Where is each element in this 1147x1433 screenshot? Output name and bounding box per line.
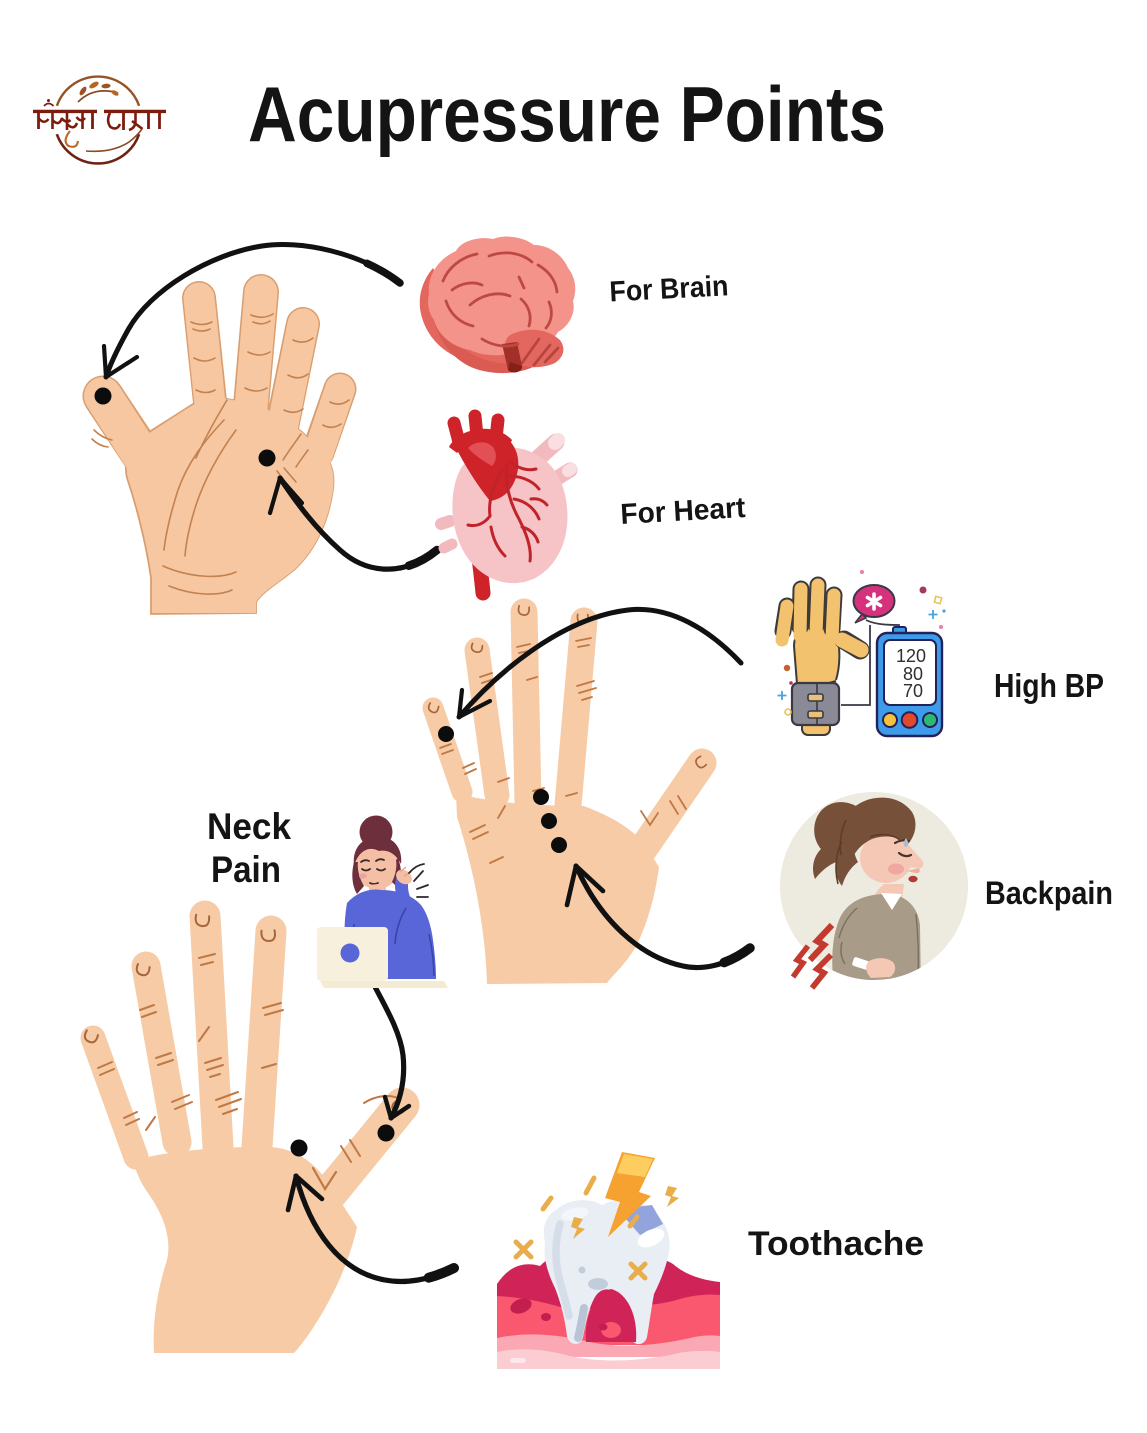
svg-text:120: 120: [896, 646, 926, 666]
svg-text:70: 70: [903, 681, 923, 701]
svg-text:Toothache: Toothache: [748, 1225, 924, 1263]
svg-text:80: 80: [903, 664, 923, 684]
svg-text:For Brain: For Brain: [609, 270, 730, 308]
svg-text:Backpain: Backpain: [985, 875, 1113, 911]
svg-text:High BP: High BP: [994, 667, 1104, 704]
svg-text:Pain: Pain: [211, 849, 281, 890]
svg-text:For Heart: For Heart: [620, 492, 747, 531]
svg-text:Acupressure Points: Acupressure Points: [248, 70, 886, 158]
svg-text:Neck: Neck: [207, 806, 291, 847]
